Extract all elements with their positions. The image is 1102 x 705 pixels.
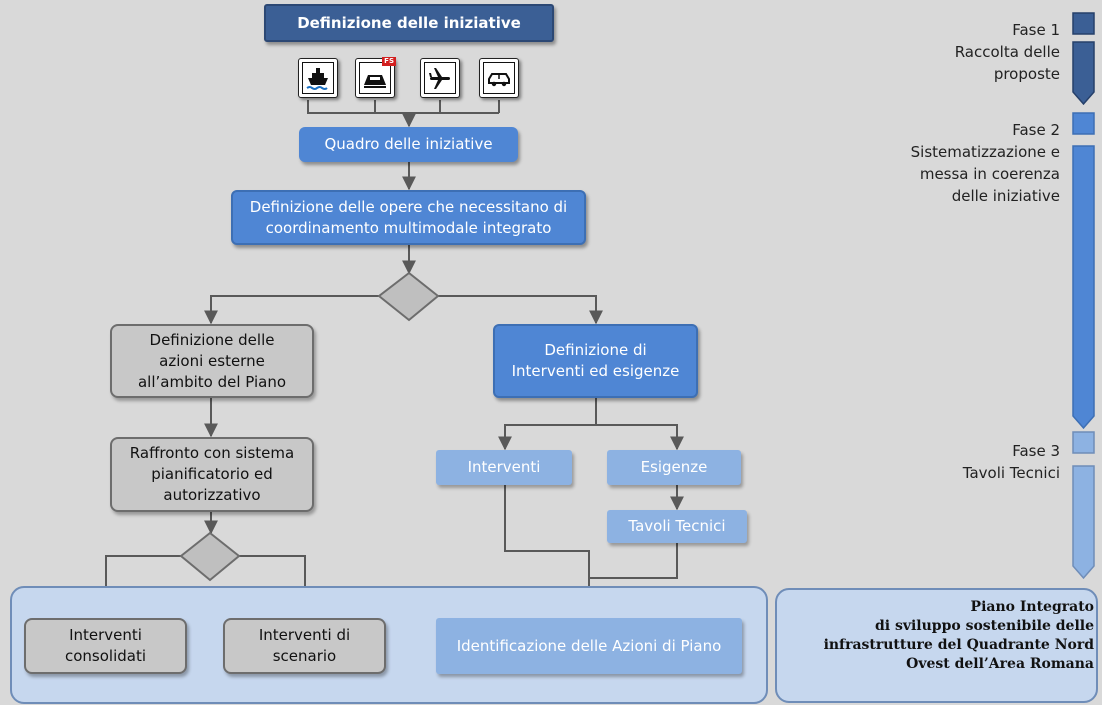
interventi-scenario-line2: scenario bbox=[272, 647, 337, 665]
definizione-interventi-line2: Interventi ed esigenze bbox=[511, 362, 680, 380]
final-text: Piano Integrato di sviluppo sostenibile … bbox=[775, 588, 1098, 703]
phase-3-arrow bbox=[1072, 465, 1095, 580]
phase-1-title: Fase 1 bbox=[1012, 21, 1060, 39]
interventi-consolidati-line2: consolidati bbox=[64, 647, 147, 665]
phase-3-square bbox=[1072, 431, 1095, 454]
phase-2-desc-line2: messa in coerenza bbox=[919, 165, 1060, 183]
azioni-esterne-line2: azioni esterne bbox=[159, 351, 265, 370]
final-line1: Piano Integrato bbox=[970, 599, 1094, 615]
phase-1-desc-line2: proposte bbox=[993, 65, 1060, 83]
raffronto-box: Raffronto con sistema pianificatorio ed … bbox=[110, 437, 314, 512]
definizione-opere-line1: Definizione delle opere che necessitano … bbox=[249, 197, 568, 216]
phase-1-arrow bbox=[1072, 41, 1095, 106]
phase-2-label: Fase 2 Sistematizzazione e messa in coer… bbox=[911, 119, 1060, 207]
phase-3-label: Fase 3 Tavoli Tecnici bbox=[963, 440, 1060, 484]
definizione-opere-box: Definizione delle opere che necessitano … bbox=[231, 190, 586, 245]
interventi-box: Interventi bbox=[436, 450, 572, 485]
train-tile: FS bbox=[355, 57, 396, 98]
quadro-text: Quadro delle iniziative bbox=[324, 135, 493, 153]
azioni-esterne-line1: Definizione delle bbox=[149, 330, 275, 349]
phase-2-title: Fase 2 bbox=[1012, 121, 1060, 139]
car-icon bbox=[483, 62, 515, 94]
esigenze-box: Esigenze bbox=[607, 450, 741, 485]
phase-2-square bbox=[1072, 112, 1095, 135]
ship-icon bbox=[302, 62, 334, 94]
phase-1-desc-line1: Raccolta delle bbox=[954, 43, 1060, 61]
interventi-consolidati-line1: Interventi bbox=[69, 626, 142, 644]
interventi-consolidati-box: Interventi consolidati bbox=[24, 618, 187, 674]
decision-diamond-top bbox=[377, 271, 440, 322]
tavoli-tecnici-text: Tavoli Tecnici bbox=[628, 517, 726, 535]
title-box: Definizione delle iniziative bbox=[264, 4, 554, 42]
phase-2-desc-line3: delle iniziative bbox=[951, 187, 1060, 205]
train-fs-icon: FS bbox=[359, 57, 396, 94]
connector-line bbox=[307, 100, 499, 114]
final-line2: di sviluppo sostenibile delle bbox=[874, 618, 1094, 634]
title-text: Definizione delle iniziative bbox=[297, 13, 521, 32]
connector-arrow bbox=[504, 485, 596, 619]
phase-3-desc-line1: Tavoli Tecnici bbox=[962, 464, 1060, 482]
decision-diamond-bottom bbox=[179, 531, 241, 582]
ship-tile bbox=[298, 58, 338, 98]
final-panel bbox=[775, 588, 1098, 703]
train-badge: FS bbox=[382, 57, 396, 66]
connector-arrow bbox=[438, 295, 603, 325]
phase-bars bbox=[1072, 12, 1095, 580]
connector-arrow bbox=[498, 398, 597, 451]
airplane-tile bbox=[420, 58, 460, 98]
phase-2-desc-line1: Sistematizzazione e bbox=[910, 143, 1060, 161]
tavoli-tecnici-box: Tavoli Tecnici bbox=[607, 510, 747, 543]
interventi-scenario-box: Interventi di scenario bbox=[223, 618, 386, 674]
interventi-text: Interventi bbox=[467, 458, 541, 476]
phase-2-arrow bbox=[1072, 145, 1095, 430]
phase-3-title: Fase 3 bbox=[1012, 442, 1060, 460]
quadro-box: Quadro delle iniziative bbox=[299, 127, 518, 162]
azioni-esterne-box: Definizione delle azioni esterne all’amb… bbox=[110, 324, 314, 398]
definizione-opere-line2: coordinamento multimodale integrato bbox=[265, 218, 552, 237]
final-line4: Ovest dell’Area Romana bbox=[906, 656, 1094, 672]
definizione-interventi-line1: Definizione di bbox=[544, 341, 647, 359]
phase-1-label: Fase 1 Raccolta delle proposte bbox=[955, 19, 1060, 85]
phase-1-square bbox=[1072, 12, 1095, 35]
interventi-scenario-line1: Interventi di bbox=[258, 626, 351, 644]
airplane-icon bbox=[424, 62, 456, 94]
raffronto-line1: Raffronto con sistema bbox=[129, 444, 295, 462]
car-tile bbox=[479, 58, 519, 98]
identificazione-box: Identificazione delle Azioni di Piano bbox=[436, 618, 742, 674]
identificazione-text: Identificazione delle Azioni di Piano bbox=[456, 636, 722, 655]
raffronto-line2: pianificatorio ed bbox=[151, 465, 273, 483]
raffronto-line3: autorizzativo bbox=[163, 486, 261, 504]
connector-line bbox=[589, 543, 678, 579]
esigenze-text: Esigenze bbox=[640, 458, 708, 476]
connector-arrow bbox=[204, 295, 379, 325]
connector-arrow bbox=[596, 424, 684, 451]
final-line3: infrastrutture del Quadrante Nord bbox=[823, 637, 1094, 653]
definizione-interventi-box: Definizione di Interventi ed esigenze bbox=[493, 324, 698, 398]
azioni-esterne-line3: all’ambito del Piano bbox=[137, 372, 287, 391]
